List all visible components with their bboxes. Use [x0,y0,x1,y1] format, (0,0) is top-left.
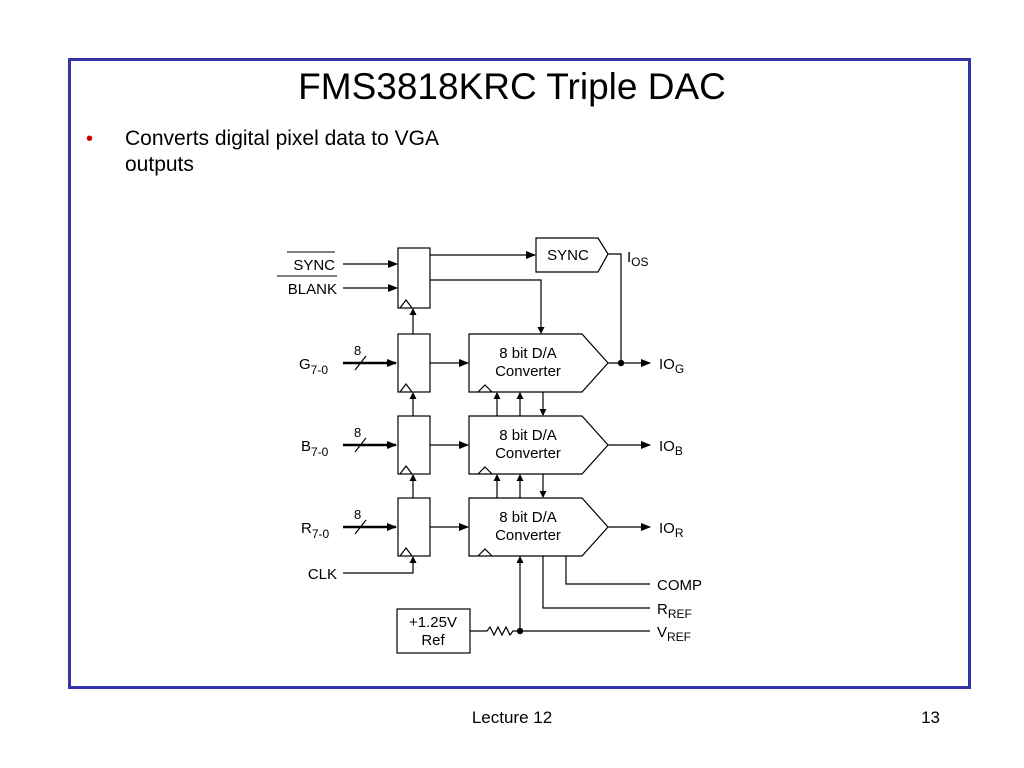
b-input-label: B7-0 [301,438,329,459]
slide-title: FMS3818KRC Triple DAC [298,66,726,107]
io-r-label: IOR [659,520,684,540]
vref-label: VREF [657,624,691,644]
dac-g-label-2: Converter [495,363,561,380]
sync-input-label: SYNC [293,257,335,274]
vref-junction [516,627,524,635]
dac-b-label-1: 8 bit D/A [499,427,557,444]
b-register [397,415,431,475]
io-g-label: IOG [659,356,684,376]
rref-label: RREF [657,601,692,621]
slide-frame [68,58,971,689]
dac-b [468,415,609,475]
sync-blank-register [397,247,431,309]
io-g-junction [617,359,625,367]
sync-box-label: SYNC [547,247,589,264]
footer-lecture: Lecture 12 [471,708,553,727]
blank-input-label: BLANK [288,281,337,298]
dac-g [468,333,609,393]
dac-g-label-1: 8 bit D/A [499,345,557,362]
ref-box-label-2: Ref [421,632,445,649]
dac-b-label-2: Converter [495,445,561,462]
r-register [397,497,431,557]
b-bus-width-label: 8 [354,425,361,440]
r-input-label: R7-0 [301,520,330,541]
sync-output-box [535,237,609,273]
io-b-label: IOB [659,438,683,458]
bullet-text: Converts digital pixel data to VGA outpu… [125,127,438,176]
page-number: 13 [921,708,940,727]
comp-label: COMP [657,577,702,594]
ref-box-label-1: +1.25V [409,614,457,631]
g-bus-width-label: 8 [354,343,361,358]
r-bus-width-label: 8 [354,507,361,522]
dac-r-label-1: 8 bit D/A [499,509,557,526]
bullet-dot: • [86,128,94,150]
dac-r-label-2: Converter [495,527,561,544]
g-input-label: G7-0 [299,356,328,377]
clk-input-label: CLK [308,566,337,583]
ios-label: IOS [627,249,649,269]
g-register [397,333,431,393]
dac-r [468,497,609,557]
